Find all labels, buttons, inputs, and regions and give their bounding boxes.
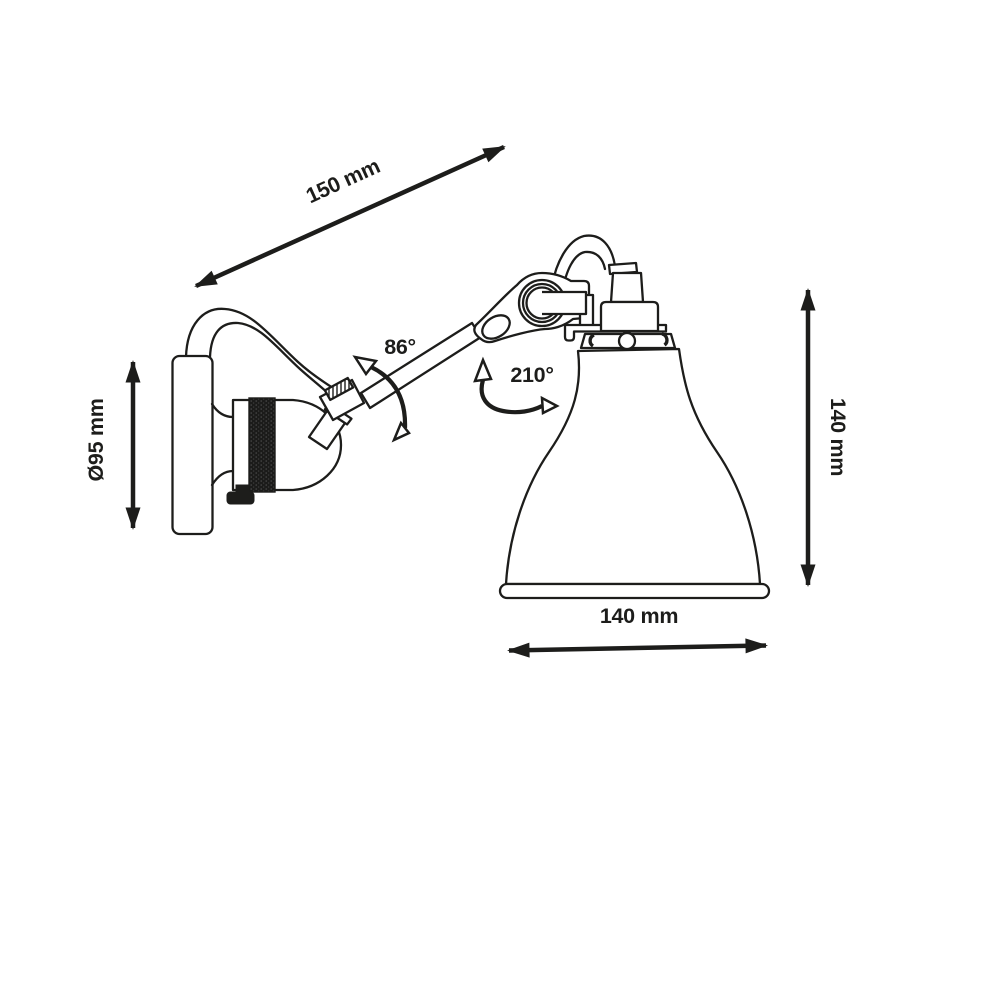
dimension-shade-diameter: 140 mm [507, 604, 768, 658]
shade-ring-screw [617, 331, 637, 351]
wall-backplate [171, 354, 214, 536]
power-cable [184, 307, 335, 396]
arm-tube [359, 321, 483, 410]
shade-ring-notch-left [588, 333, 595, 348]
shade-cap-lower [599, 300, 660, 333]
arm-rotation-arrowhead-up [352, 355, 379, 377]
arm-slot-hole [481, 314, 511, 340]
pivot-pin [542, 290, 588, 316]
gooseneck-tube [550, 234, 617, 295]
switch-knob [226, 491, 255, 505]
arm-length-label: 150 mm [302, 154, 383, 208]
pivot-joint [473, 271, 595, 344]
arm-rotation-angle-label: 86° [384, 335, 416, 359]
dimension-backplate-diameter: Ø95 mm [84, 360, 141, 530]
dimension-arm-length: 150 mm [194, 144, 506, 289]
knurled-grip-band [248, 397, 276, 493]
backplate-bracket-top [210, 402, 235, 419]
shade-cap-upper [609, 271, 645, 304]
shade-diameter-label: 140 mm [600, 604, 678, 628]
dimension-shade-height: 140 mm [800, 288, 850, 587]
backplate-diameter-label: Ø95 mm [84, 398, 108, 481]
shade-rotation-arrowhead-right [540, 395, 560, 415]
arm-assembly [307, 321, 483, 451]
shade-rotation-annotation: 210° [473, 356, 560, 415]
shade-rotation-angle-label: 210° [510, 363, 553, 387]
arm-rotation-arrowhead-down [391, 420, 411, 443]
shade-ring-notch-right [661, 332, 669, 347]
shade-rim [498, 582, 771, 600]
backplate-bracket-bottom [210, 469, 235, 487]
arm-rotation-annotation: 86° [352, 335, 416, 443]
shade-rotation-arrowhead-up [473, 356, 493, 383]
shade-height-label: 140 mm [826, 398, 850, 476]
cable-ferrule-hatching [328, 378, 350, 400]
